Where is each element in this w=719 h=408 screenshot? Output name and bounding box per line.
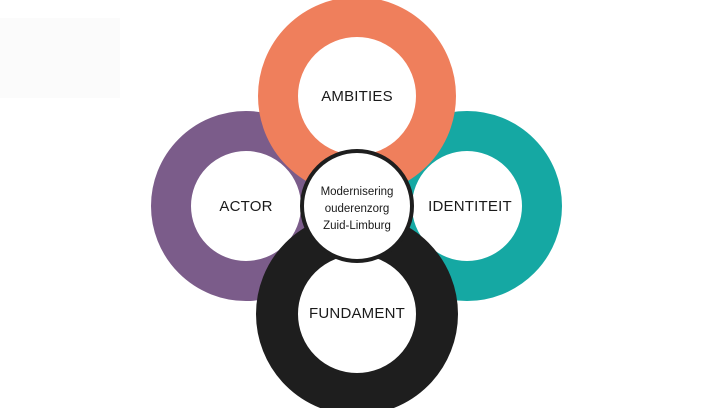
label-fundament: FUNDAMENT [309,305,405,322]
label-identiteit: IDENTITEIT [428,198,512,215]
background-patch [0,18,120,98]
label-actor: ACTOR [219,198,272,215]
center-line-2: ouderenzorg [325,203,390,215]
center-line-1: Modernisering [321,186,394,198]
label-ambities: AMBITIES [321,88,393,105]
center-circle [300,149,414,263]
center-line-3: Zuid-Limburg [323,220,391,232]
